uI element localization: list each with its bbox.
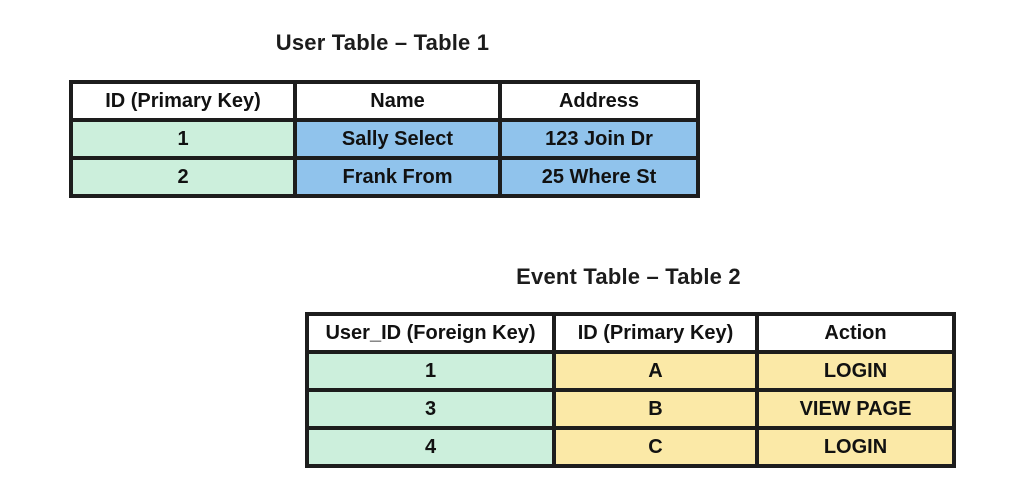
cell-user-name: Sally Select [293,118,502,160]
column-header-action: Action [755,312,956,354]
cell-event-id: A [552,350,759,392]
cell-user-name: Frank From [293,156,502,198]
cell-user-address: 25 Where St [498,156,700,198]
event-table-header-row: User_ID (Foreign Key) ID (Primary Key) A… [305,312,956,354]
cell-user-id: 1 [69,118,297,160]
table-row: 1 Sally Select 123 Join Dr [69,118,700,160]
event-table-title: Event Table – Table 2 [516,264,741,289]
column-header-id-primary-key: ID (Primary Key) [552,312,759,354]
column-header-id-primary-key: ID (Primary Key) [69,80,297,122]
cell-event-user-id: 1 [305,350,556,392]
cell-user-address: 123 Join Dr [498,118,700,160]
column-header-user-id-foreign-key: User_ID (Foreign Key) [305,312,556,354]
table-row: 3 B VIEW PAGE [305,388,956,430]
user-table-title: User Table – Table 1 [275,30,490,55]
cell-event-action: LOGIN [755,426,956,468]
cell-user-id: 2 [69,156,297,198]
cell-event-id: C [552,426,759,468]
column-header-address: Address [498,80,700,122]
cell-event-user-id: 4 [305,426,556,468]
event-table: User_ID (Foreign Key) ID (Primary Key) A… [305,312,956,468]
table-row: 4 C LOGIN [305,426,956,468]
user-table: ID (Primary Key) Name Address 1 Sally Se… [69,80,700,198]
user-table-header-row: ID (Primary Key) Name Address [69,80,700,122]
cell-event-action: LOGIN [755,350,956,392]
cell-event-action: VIEW PAGE [755,388,956,430]
column-header-name: Name [293,80,502,122]
cell-event-user-id: 3 [305,388,556,430]
table-row: 2 Frank From 25 Where St [69,156,700,198]
cell-event-id: B [552,388,759,430]
table-row: 1 A LOGIN [305,350,956,392]
